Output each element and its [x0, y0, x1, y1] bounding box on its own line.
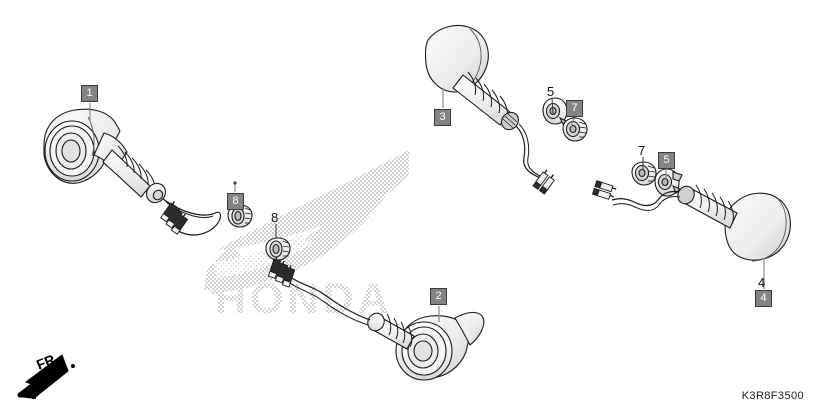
honda-wing-watermark: HONDA — [204, 150, 410, 323]
plain-number-leaders — [275, 97, 644, 238]
callout-badge-1[interactable]: 1 — [81, 85, 98, 102]
part-3-connector — [532, 169, 555, 195]
part-5-grommet-right — [654, 168, 683, 197]
callout-leaders — [89, 88, 765, 322]
part-8-collar-center — [265, 237, 291, 261]
part-number-label-4: 4 — [758, 275, 766, 290]
part-7-nut-right — [631, 161, 657, 186]
honda-wordmark: HONDA — [215, 275, 393, 323]
part-4-connector — [591, 180, 617, 200]
part-number-label-7: 7 — [638, 143, 646, 158]
part-2-stem — [374, 313, 415, 350]
part-1-stem — [102, 145, 156, 198]
part-3-stem — [452, 71, 511, 126]
part-3-turn-signal — [424, 24, 546, 179]
part-7-nut-upper — [562, 117, 588, 142]
leader-5-text — [551, 97, 554, 115]
part-1-turn-signal — [43, 108, 222, 236]
callout-badge-2[interactable]: 2 — [430, 288, 447, 305]
part-number-label-8: 8 — [271, 210, 279, 225]
part-number-label-5: 5 — [547, 84, 555, 99]
svg-text:HONDA: HONDA — [215, 275, 393, 323]
callout-badge-7[interactable]: 7 — [566, 100, 583, 117]
leader-7-badge — [570, 116, 575, 128]
callout-badge-5[interactable]: 5 — [658, 152, 675, 169]
front-direction-arrow — [17, 354, 75, 400]
part-2-connector — [267, 256, 296, 288]
part-2-turn-signal — [289, 277, 485, 381]
callout-badge-4[interactable]: 4 — [755, 290, 772, 307]
drawing-number: K3R8F3500 — [741, 390, 804, 402]
part-4-turn-signal — [611, 184, 791, 262]
part-5-grommet-upper — [542, 97, 568, 125]
callout-badge-3[interactable]: 3 — [434, 109, 451, 126]
part-1-connector — [160, 201, 189, 235]
callout-badge-8[interactable]: 8 — [227, 193, 244, 210]
